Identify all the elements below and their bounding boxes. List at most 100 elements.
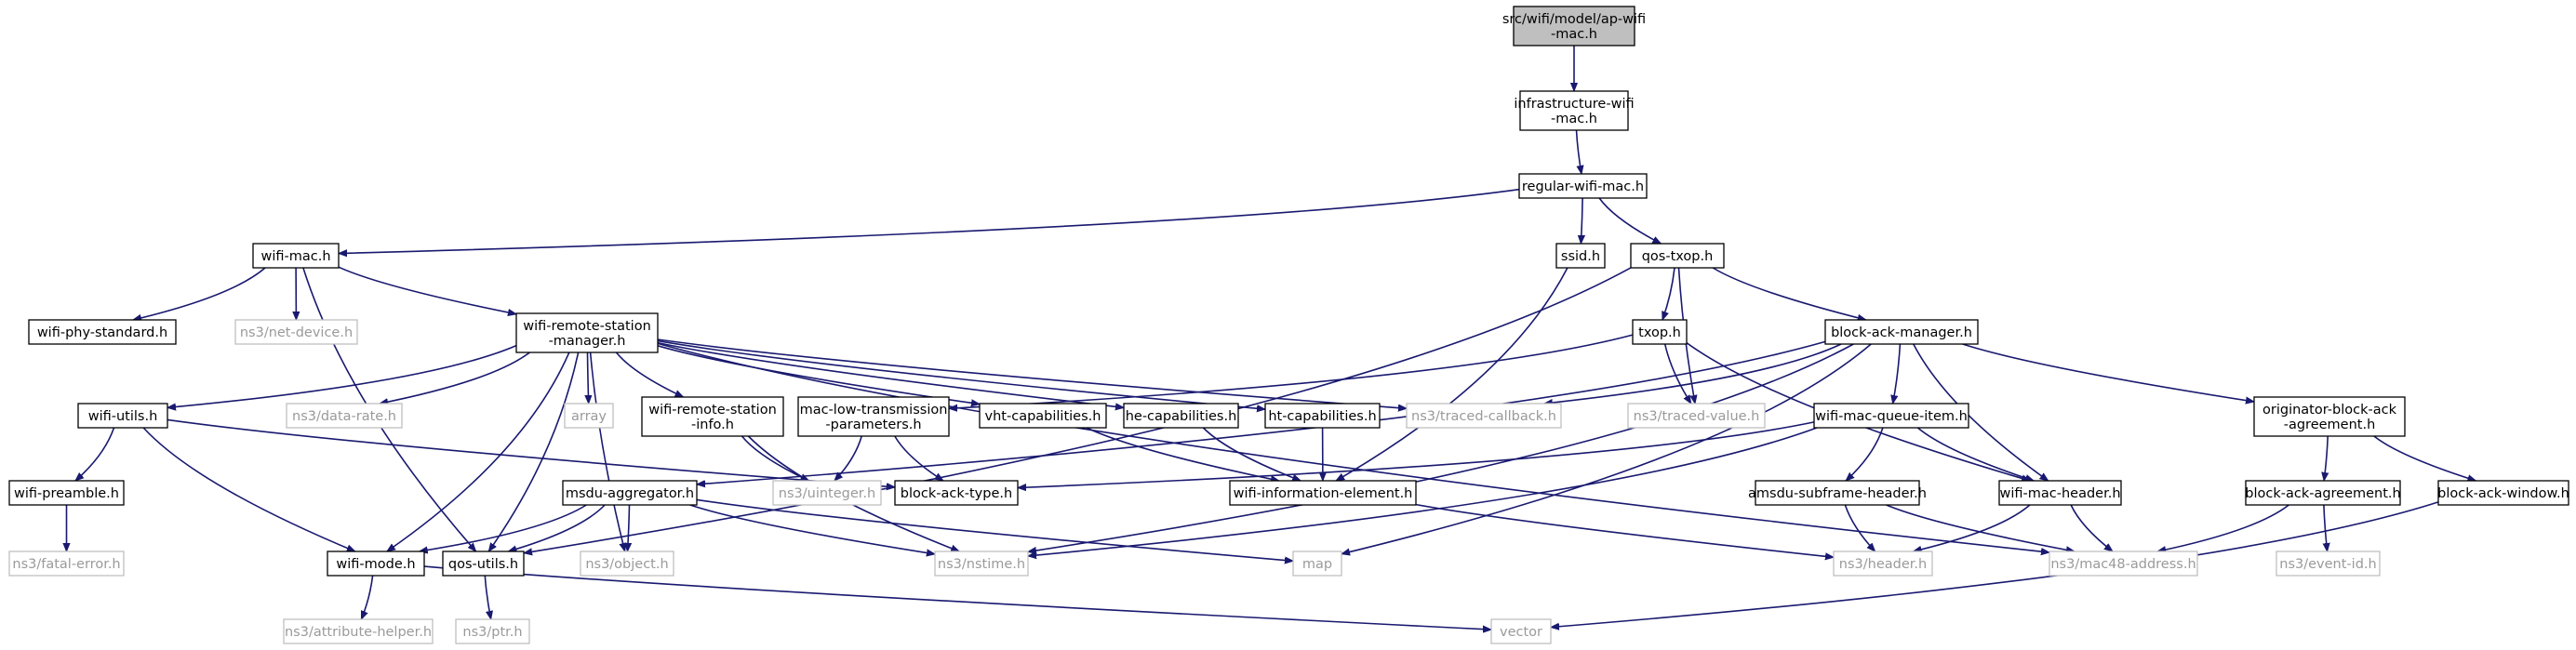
node-label-infrastructure: -mac.h (1551, 112, 1597, 126)
edge-msdu-to-qosutils (508, 504, 606, 551)
node-box-fatal (8, 551, 125, 577)
node-label-rsm: -manager.h (549, 334, 626, 349)
node-label-tracedcb: ns3/traced-callback.h (1411, 409, 1556, 424)
edge-amsdu-to-mac48 (1886, 504, 2075, 551)
node-mac48: ns3/mac48-address.h (2049, 551, 2198, 577)
node-ptr: ns3/ptr.h (455, 618, 530, 644)
edge-mode-to-attr (360, 575, 374, 619)
edge-mqi-to-machdr (1916, 427, 2034, 481)
node-label-vector: vector (1500, 625, 1542, 640)
node-label-utils: wifi-utils.h (88, 409, 158, 424)
edge-regular-to-wifimac (339, 188, 1520, 254)
node-label-preamble: wifi-preamble.h (14, 486, 119, 501)
edge-qostxop-to-txop (1662, 267, 1675, 320)
node-label-amsdu: amsdu-subframe-header.h (1748, 486, 1927, 501)
node-amsdu[interactable]: amsdu-subframe-header.h (1748, 480, 1927, 506)
node-oba[interactable]: originator-block-ack-agreement.h (2253, 396, 2406, 437)
node-regular[interactable]: regular-wifi-mac.h (1518, 173, 1648, 199)
node-box-phystd (28, 319, 177, 345)
node-vht[interactable]: vht-capabilities.h (979, 403, 1107, 429)
node-utils[interactable]: wifi-utils.h (77, 403, 168, 429)
edge-oba-to-baw (2373, 435, 2476, 481)
node-label-qostxop: qos-txop.h (1642, 249, 1714, 264)
node-phystd[interactable]: wifi-phy-standard.h (28, 319, 177, 345)
node-txop[interactable]: txop.h (1632, 319, 1688, 345)
node-he[interactable]: he-capabilities.h (1123, 403, 1239, 429)
node-box-wie (1229, 480, 1417, 506)
node-bam[interactable]: block-ack-manager.h (1824, 319, 1979, 345)
node-box-qosutils (442, 551, 525, 577)
edge-vht-to-wie (1086, 427, 1279, 481)
node-box-object (580, 551, 674, 577)
node-qostxop[interactable]: qos-txop.h (1630, 243, 1725, 269)
node-label-baa: block-ack-agreement.h (2245, 486, 2401, 501)
edge-mqi-to-bat (1018, 421, 1815, 488)
node-label-attr: ns3/attribute-helper.h (285, 625, 432, 640)
edge-rsm-to-ht (657, 339, 1265, 410)
node-object: ns3/object.h (580, 551, 674, 577)
node-label-datarate: ns3/data-rate.h (292, 409, 396, 424)
edge-bam-to-oba (1962, 343, 2254, 402)
edge-bam-to-map (1341, 343, 1872, 554)
node-box-oba (2253, 396, 2406, 437)
edge-qostxop-to-bam (1712, 267, 1866, 320)
node-label-mltp: mac-low-transmission (800, 403, 948, 418)
node-preamble[interactable]: wifi-preamble.h (8, 480, 125, 506)
node-mode[interactable]: wifi-mode.h (327, 551, 425, 577)
node-qosutils[interactable]: qos-utils.h (442, 551, 525, 577)
edge-baa-to-eventid (2324, 504, 2328, 551)
node-array: array (564, 403, 614, 429)
edge-rsinfo-to-uinteger (741, 435, 809, 482)
node-box-header (1833, 551, 1933, 577)
edge-bam-to-mqi (1893, 343, 1902, 404)
edge-mqi-to-nstime (1028, 427, 1818, 556)
node-ssid[interactable]: ssid.h (1555, 243, 1606, 269)
node-label-array: array (571, 409, 607, 424)
node-wie[interactable]: wifi-information-element.h (1229, 480, 1417, 506)
node-box-preamble (8, 480, 125, 506)
edge-rsm-to-vht (657, 345, 980, 405)
node-mqi[interactable]: wifi-mac-queue-item.h (1813, 403, 1969, 429)
node-box-regular (1518, 173, 1648, 199)
edge-machdr-to-mac48 (2070, 504, 2113, 551)
node-box-he (1123, 403, 1239, 429)
node-fatal: ns3/fatal-error.h (8, 551, 125, 577)
node-box-baw (2437, 480, 2569, 506)
node-label-he: he-capabilities.h (1126, 409, 1237, 424)
node-vector: vector (1490, 618, 1552, 644)
node-root[interactable]: src/wifi/model/ap-wifi-mac.h (1502, 6, 1646, 46)
node-rsinfo[interactable]: wifi-remote-station-info.h (641, 396, 784, 437)
node-baa[interactable]: block-ack-agreement.h (2245, 480, 2401, 506)
node-map: map (1292, 551, 1342, 577)
node-attr: ns3/attribute-helper.h (283, 618, 434, 644)
node-label-ssid: ssid.h (1561, 249, 1600, 264)
node-label-mode: wifi-mode.h (336, 557, 415, 572)
node-box-msdu (562, 480, 698, 506)
edge-rsm-to-mac48 (657, 342, 2049, 552)
node-infrastructure[interactable]: infrastructure-wifi-mac.h (1514, 90, 1635, 131)
node-label-infrastructure: infrastructure-wifi (1514, 97, 1634, 112)
node-label-bam: block-ack-manager.h (1831, 325, 1972, 340)
edge-oba-to-baa (2324, 435, 2328, 481)
node-baw[interactable]: block-ack-window.h (2437, 480, 2569, 506)
node-mltp[interactable]: mac-low-transmission-parameters.h (797, 396, 950, 437)
node-rsm[interactable]: wifi-remote-station-manager.h (515, 312, 659, 353)
node-label-netdevice: ns3/net-device.h (240, 325, 353, 340)
edge-utils-to-preamble (75, 427, 115, 481)
node-box-rsm (515, 312, 659, 353)
node-wifimac[interactable]: wifi-mac.h (252, 243, 340, 269)
node-label-header: ns3/header.h (1839, 557, 1927, 572)
edge-utils-to-mode (142, 427, 355, 552)
node-box-bam (1824, 319, 1979, 345)
node-box-mac48 (2049, 551, 2198, 577)
node-label-qosutils: qos-utils.h (448, 557, 518, 572)
node-label-txop: txop.h (1638, 325, 1681, 340)
node-msdu[interactable]: msdu-aggregator.h (562, 480, 698, 506)
edge-rsm-to-he (657, 341, 1124, 408)
node-bat[interactable]: block-ack-type.h (894, 480, 1019, 506)
node-machdr[interactable]: wifi-mac-header.h (1998, 480, 2122, 506)
node-ht[interactable]: ht-capabilities.h (1264, 403, 1381, 429)
node-eventid: ns3/event-id.h (2276, 551, 2381, 577)
node-box-baa (2245, 480, 2401, 506)
edge-rsm-to-tracedcb (657, 338, 1407, 408)
